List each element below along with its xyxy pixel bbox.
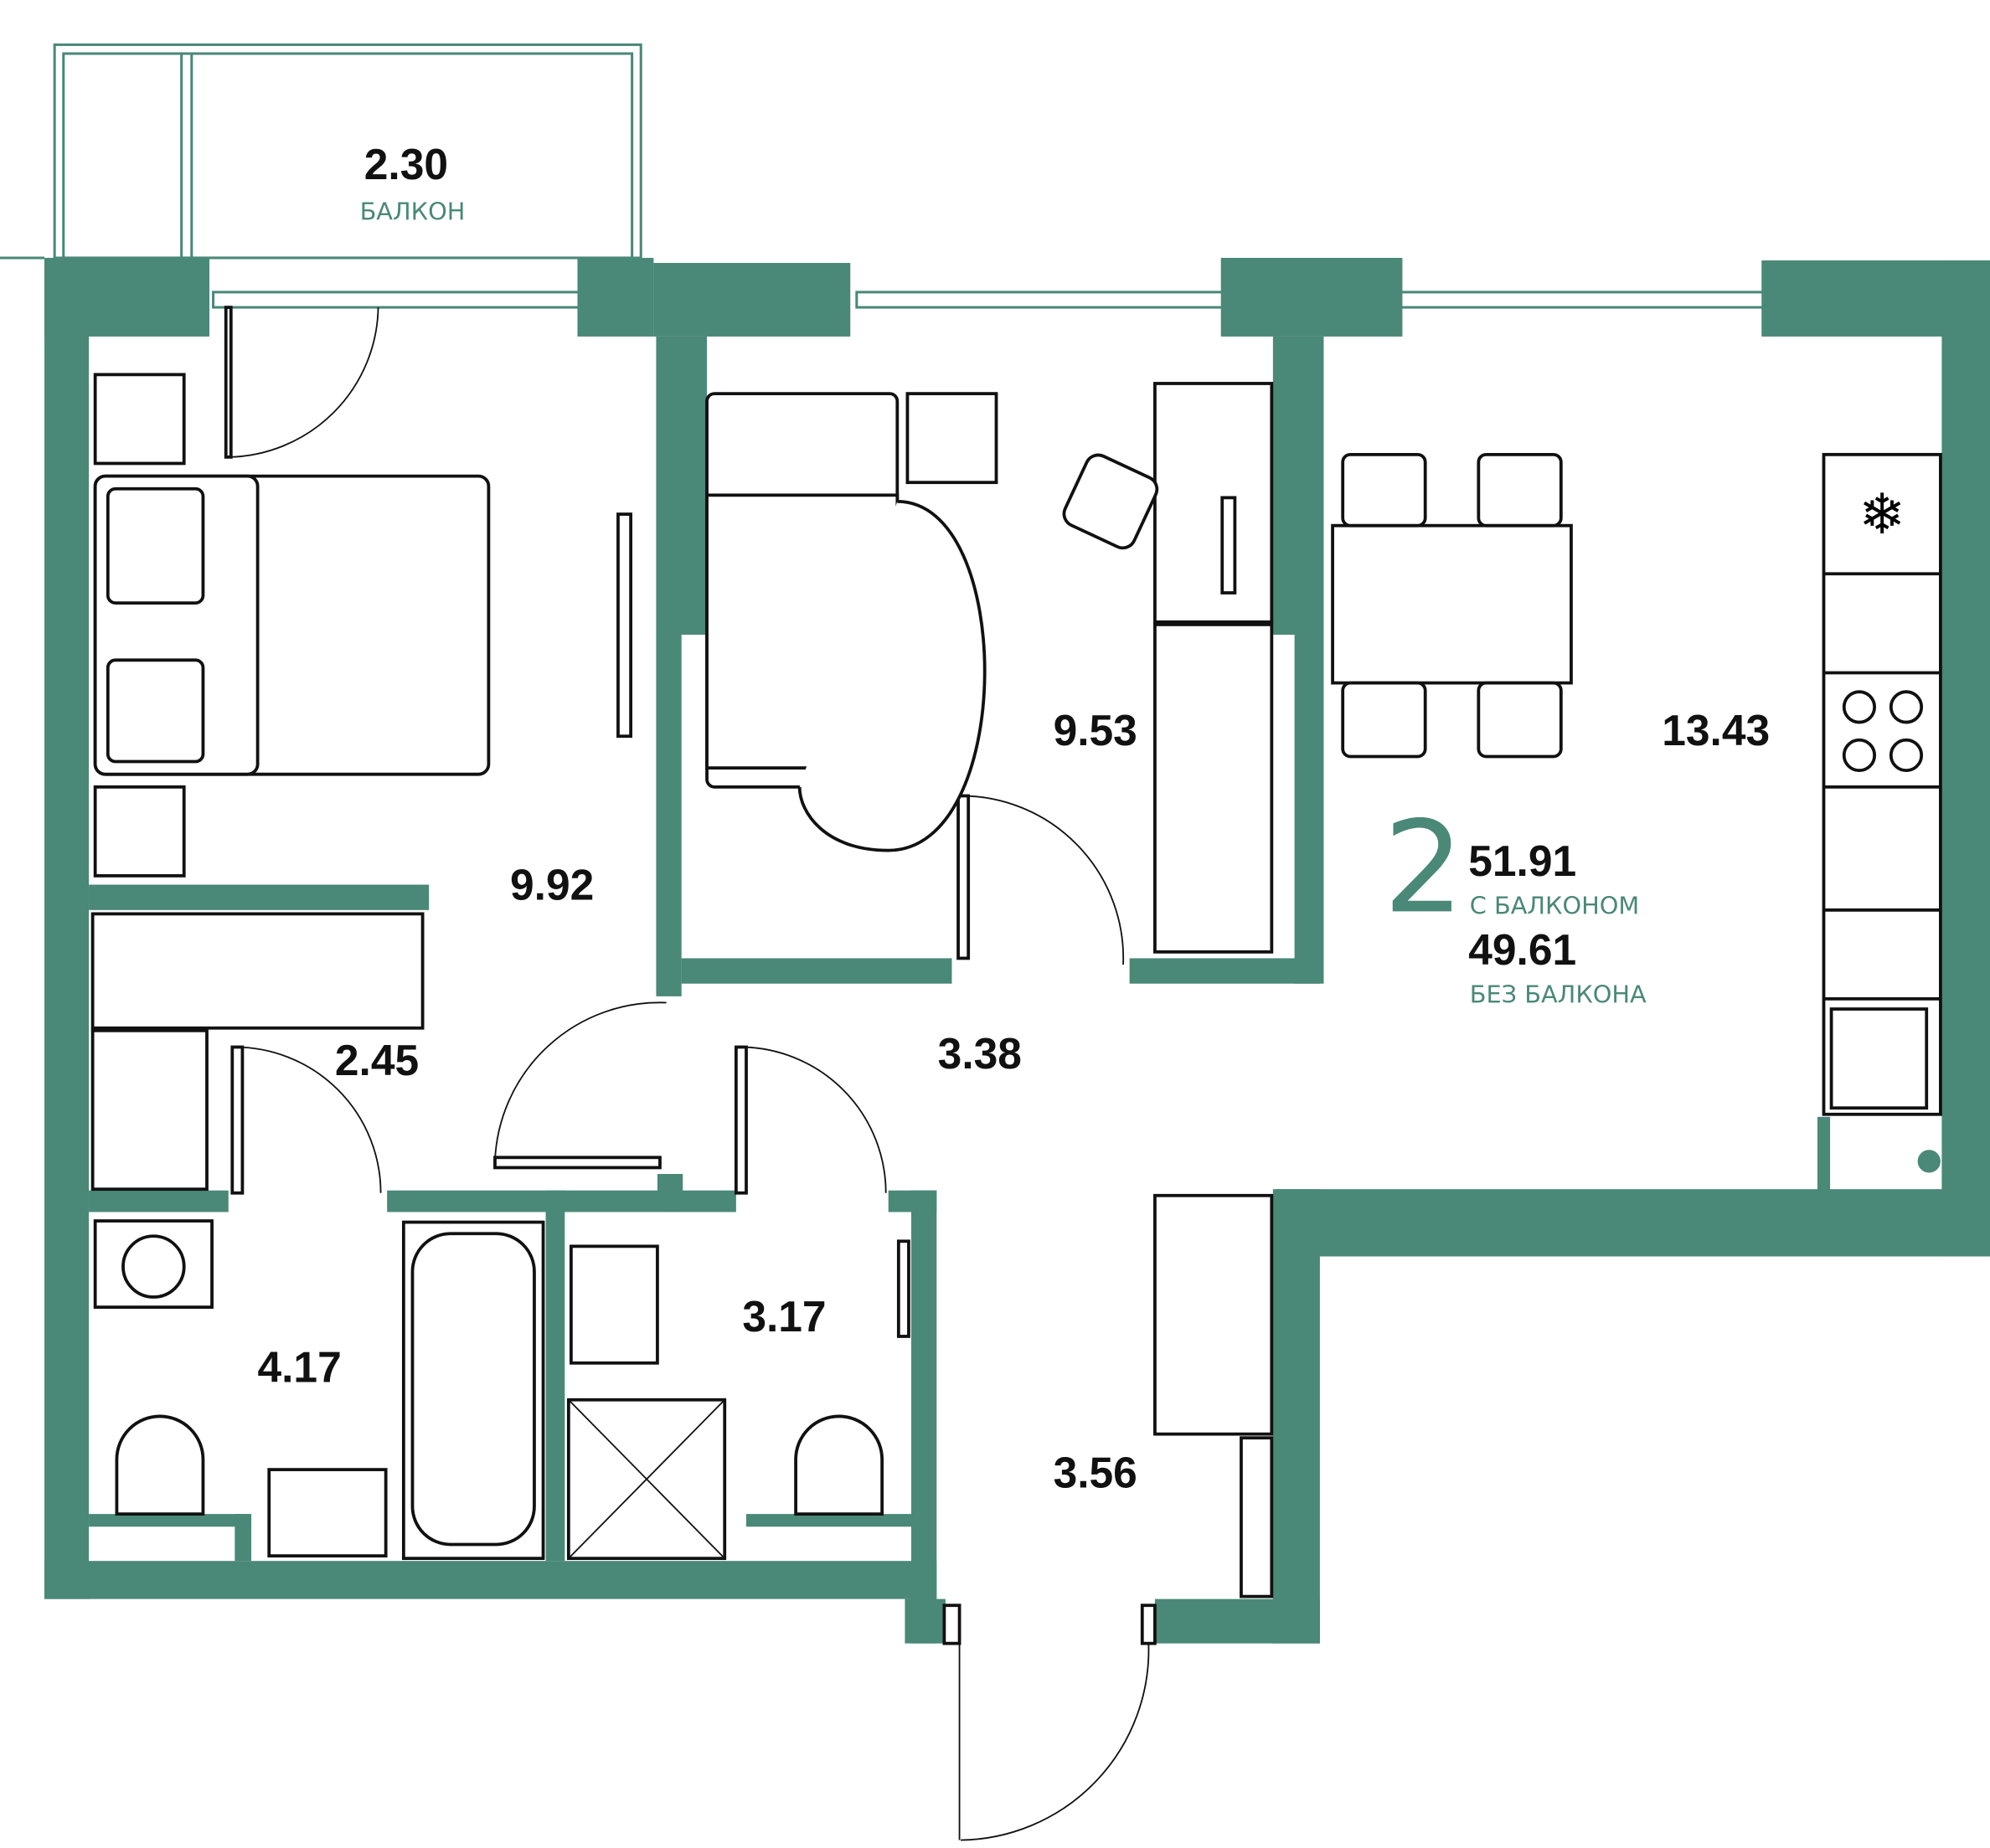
balcony xyxy=(0,43,642,260)
room-area-hallway: 3.38 xyxy=(938,1029,1022,1078)
monitor xyxy=(1220,496,1237,595)
tv xyxy=(616,512,633,739)
total-with-balcony: 51.91 xyxy=(1468,836,1576,885)
snowflake-icon: ❄ xyxy=(1859,481,1905,547)
windows xyxy=(212,291,1766,309)
room-area-wardrobe: 2.45 xyxy=(335,1036,419,1084)
apartment-summary: 2 51.91 С БАЛКОНОМ 49.61 БЕЗ БАЛКОНА xyxy=(1384,793,1647,1008)
washbasin xyxy=(267,1468,388,1558)
total-without-balcony: 49.61 xyxy=(1468,925,1576,974)
chair xyxy=(1062,453,1159,550)
toilet xyxy=(115,1414,205,1516)
room-area-room: 9.53 xyxy=(1054,706,1137,754)
room-area-kitchen: 13.43 xyxy=(1662,706,1770,754)
desk xyxy=(1153,382,1274,624)
room-area-bathroom-large: 4.17 xyxy=(257,1343,341,1392)
balcony-area: 2.30 xyxy=(364,140,448,188)
toilet xyxy=(794,1414,884,1516)
entrance-wardrobe xyxy=(1153,1193,1274,1436)
rooms-count: 2 xyxy=(1384,793,1464,941)
furniture: ❄ xyxy=(90,373,1942,1598)
kitchen-counter xyxy=(1822,452,1942,1116)
balcony-label: БАЛКОН xyxy=(360,198,466,226)
nightstand xyxy=(93,373,186,466)
sink xyxy=(1829,1007,1929,1110)
with-balcony-label: С БАЛКОНОМ xyxy=(1470,891,1640,919)
doors xyxy=(224,306,1157,1841)
without-balcony-label: БЕЗ БАЛКОНА xyxy=(1470,980,1647,1008)
dining-table xyxy=(1331,523,1573,685)
room-area-entrance: 3.56 xyxy=(1054,1448,1137,1496)
ottoman xyxy=(905,392,998,485)
nightstand xyxy=(93,785,186,878)
walls xyxy=(44,257,1990,1644)
room-area-bathroom: 3.17 xyxy=(742,1292,826,1341)
room-area-bedroom: 9.92 xyxy=(510,861,594,909)
wardrobe xyxy=(1153,622,1274,954)
